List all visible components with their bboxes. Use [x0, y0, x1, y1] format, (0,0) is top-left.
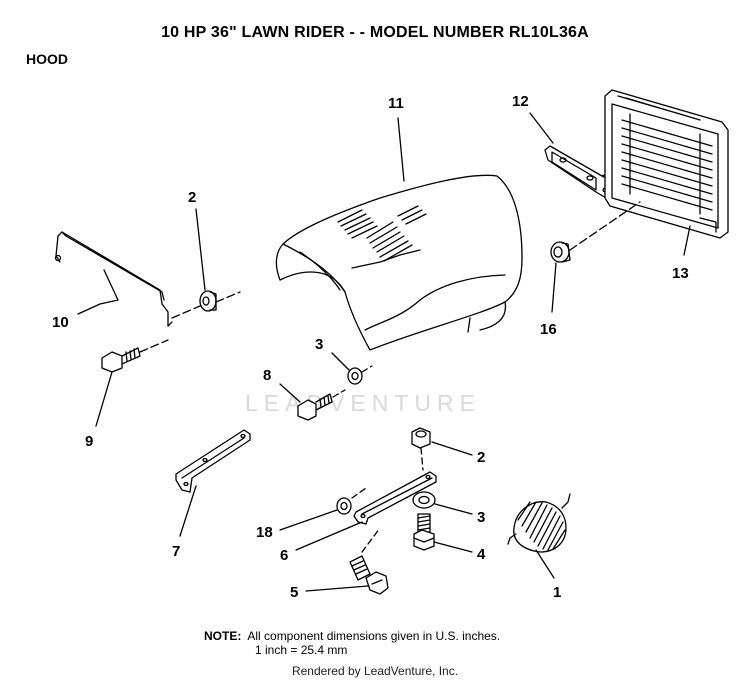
spring-1-part[interactable]: [507, 493, 571, 553]
leader-10: [77, 299, 119, 315]
callout-8: 8: [263, 367, 271, 384]
callout-7: 7: [172, 543, 180, 560]
washer-3-upper-part[interactable]: [347, 367, 363, 385]
leader-5: [305, 585, 369, 592]
note: NOTE: All component dimensions given in U…: [204, 629, 500, 643]
bolt-5-part[interactable]: [349, 555, 389, 595]
callout-9: 9: [85, 433, 93, 450]
callout-1: 1: [553, 584, 561, 601]
note-line-1: All component dimensions given in U.S. i…: [247, 629, 501, 643]
leader-2-lower: [431, 441, 473, 456]
callout-6: 6: [280, 547, 288, 564]
leader-13: [683, 225, 691, 256]
leader-1: [535, 549, 555, 579]
leader-18: [279, 509, 338, 531]
washer-18-part[interactable]: [336, 497, 352, 515]
callout-4: 4: [477, 546, 486, 563]
callout-16: 16: [540, 321, 557, 338]
washer-3-lower-part[interactable]: [412, 491, 436, 509]
callout-2-lower: 2: [477, 449, 485, 466]
watermark: LEADVENTURE: [245, 390, 481, 416]
callout-10: 10: [52, 314, 69, 331]
diagram-title: 10 HP 36" LAWN RIDER - - MODEL NUMBER RL…: [161, 24, 589, 41]
callout-12: 12: [512, 93, 529, 110]
bolt-8-part[interactable]: [297, 393, 333, 421]
bolt-9-part[interactable]: [101, 347, 141, 373]
hidden-line-2: [171, 305, 201, 319]
leader-16: [551, 262, 557, 313]
footer-credit: Rendered by LeadVenture, Inc.: [291, 664, 459, 678]
note-label: NOTE:: [204, 629, 242, 643]
leader-2-upper: [195, 208, 206, 291]
hidden-line-8: [332, 389, 346, 398]
hidden-line-9: [139, 339, 169, 353]
leader-4: [433, 541, 473, 553]
hidden-line-18: [351, 487, 367, 499]
leader-12: [529, 112, 554, 144]
bolt-4-part[interactable]: [413, 513, 435, 551]
callout-13: 13: [672, 265, 689, 282]
callout-3-upper: 3: [315, 336, 323, 353]
leader-9: [95, 371, 113, 427]
hidden-line-5: [361, 527, 381, 553]
leader-8: [279, 383, 301, 403]
nut-2-upper-part[interactable]: [199, 290, 217, 312]
callout-3-lower: 3: [477, 509, 485, 526]
nut-16-part[interactable]: [550, 241, 571, 263]
hidden-line-2b: [215, 291, 241, 303]
strap-6-part[interactable]: [353, 471, 437, 525]
leader-3-upper: [331, 352, 350, 371]
hidden-line-16: [569, 201, 641, 251]
bracket-7-part[interactable]: [175, 429, 251, 493]
hood-rod-part[interactable]: [54, 231, 173, 327]
leader-11: [397, 117, 405, 182]
section-label: HOOD: [26, 51, 68, 67]
callout-2-upper: 2: [188, 189, 196, 206]
hidden-line-3: [361, 365, 373, 373]
leader-3-lower: [434, 503, 473, 515]
leader-10b: [103, 269, 119, 301]
leader-6: [295, 521, 363, 551]
callout-18: 18: [256, 524, 273, 541]
note-line-2: 1 inch = 25.4 mm: [255, 643, 348, 657]
callout-5: 5: [290, 584, 298, 601]
grille-13-part[interactable]: [604, 89, 729, 239]
nut-2-lower-part[interactable]: [411, 427, 431, 449]
callout-11: 11: [388, 95, 404, 112]
hood-part[interactable]: [275, 174, 523, 351]
leader-7: [179, 485, 197, 537]
hidden-line-2-lower: [420, 447, 424, 471]
